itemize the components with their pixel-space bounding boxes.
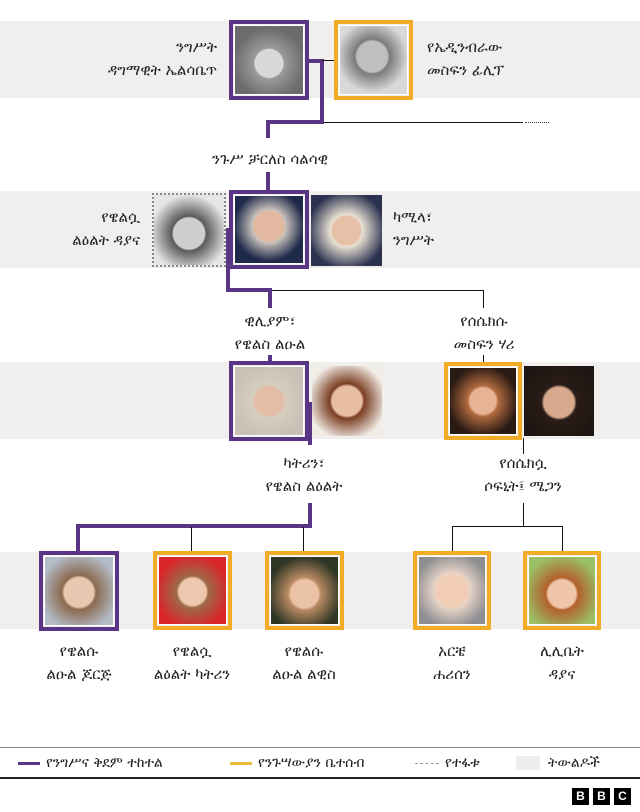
succession-line xyxy=(76,524,312,528)
sibling-line-dotted xyxy=(525,122,549,123)
label-george: የዌልሱ ልዑል ጆርጅ xyxy=(46,642,112,683)
children-line xyxy=(191,527,192,552)
children-line xyxy=(562,526,563,552)
label-charles: ንጉሥ ቻርለስ ሳልሳዊ xyxy=(212,150,328,168)
label-harry: የሰሴክሱ መስፍን ሃሪ xyxy=(453,312,515,353)
label-camilla: ካሚላ፣ ንግሥት xyxy=(393,208,434,249)
label-lilibet: ሊሊቤት ዳያና xyxy=(540,642,584,683)
portrait-image xyxy=(528,556,596,625)
dashed-line-swatch xyxy=(415,762,439,764)
children-line xyxy=(303,527,304,552)
gold-line-swatch xyxy=(230,761,252,765)
label-archie: አርቼ ሐሪሰን xyxy=(433,642,471,683)
sibling-line xyxy=(324,122,523,123)
children-line xyxy=(483,355,484,363)
succession-line xyxy=(266,172,270,192)
legend-royal-family: የንጉሣውያን ቤተሰብ xyxy=(230,748,365,778)
portrait-image xyxy=(524,366,594,436)
legend-deceased: የተፋቱ xyxy=(415,748,480,778)
label-kate: ካትሪን፣ የዌልስ ልዕልት xyxy=(265,454,343,495)
children-line xyxy=(452,526,563,527)
label-philip: የኤዲንብራው መስፍን ፊሊፕ xyxy=(427,38,505,79)
bbc-logo: B B C xyxy=(572,788,631,805)
children-line xyxy=(452,526,453,552)
portrait-image xyxy=(44,556,114,626)
succession-line xyxy=(308,59,324,63)
label-william: ዊሊያም፣ የዌልስ ልዑል xyxy=(234,312,306,353)
photo-kate[interactable] xyxy=(312,366,382,436)
photo-archie[interactable] xyxy=(413,551,491,630)
portrait-image xyxy=(234,25,304,95)
legend-generations: ትውልዶች xyxy=(516,748,600,778)
legend-succession: የንግሥና ቅደም ተከተል xyxy=(18,748,163,778)
portrait-image xyxy=(311,195,382,266)
succession-line xyxy=(308,402,312,445)
children-line xyxy=(270,290,484,291)
photo-philip[interactable] xyxy=(334,20,413,100)
photo-charles[interactable] xyxy=(229,190,309,269)
portrait-image xyxy=(449,367,517,435)
label-charlotte: የዌልሷ ልዕልት ካትሪን xyxy=(153,642,231,683)
photo-charlotte[interactable] xyxy=(153,551,232,630)
portrait-image xyxy=(270,556,339,625)
photo-camilla[interactable] xyxy=(311,195,382,266)
label-louis: የዌልሱ ልዑል ልዊስ xyxy=(272,642,336,683)
succession-line xyxy=(76,524,80,552)
succession-line xyxy=(226,228,230,292)
purple-line-swatch xyxy=(18,761,40,765)
portrait-image xyxy=(339,25,408,95)
label-meghan: የሰሴክሷ ሶፍኒት፤ ሜጋን xyxy=(484,454,562,495)
marriage-line xyxy=(322,60,334,61)
photo-louis[interactable] xyxy=(265,551,344,630)
photo-diana[interactable] xyxy=(152,193,226,267)
photo-william[interactable] xyxy=(229,361,309,441)
portrait-image xyxy=(234,366,304,436)
succession-line xyxy=(320,59,324,124)
photo-elizabeth[interactable] xyxy=(229,20,309,100)
children-line xyxy=(523,438,524,454)
succession-line xyxy=(268,355,272,363)
portrait-image xyxy=(158,556,227,625)
succession-line xyxy=(268,288,272,308)
portrait-image xyxy=(234,195,304,264)
legend: የንግሥና ቅደም ተከተል የንጉሣውያን ቤተሰብ የተፋቱ ትውልዶች xyxy=(0,747,640,779)
portrait-image xyxy=(154,195,224,265)
succession-line xyxy=(308,503,312,528)
photo-lilibet[interactable] xyxy=(523,551,601,630)
label-diana: የዌልሷ ልዕልት ዳያና xyxy=(72,208,140,249)
photo-george[interactable] xyxy=(39,551,119,631)
children-line xyxy=(523,503,524,527)
photo-meghan[interactable] xyxy=(524,366,594,436)
photo-harry[interactable] xyxy=(444,362,522,440)
children-line xyxy=(483,290,484,308)
succession-line xyxy=(226,288,272,292)
band-swatch xyxy=(516,756,540,770)
succession-line xyxy=(266,120,270,138)
portrait-image xyxy=(312,366,382,436)
succession-line xyxy=(266,120,324,124)
portrait-image xyxy=(418,556,486,625)
label-elizabeth: ንግሥት ዳግማዊት ኤልሳቤጥ xyxy=(107,38,217,79)
